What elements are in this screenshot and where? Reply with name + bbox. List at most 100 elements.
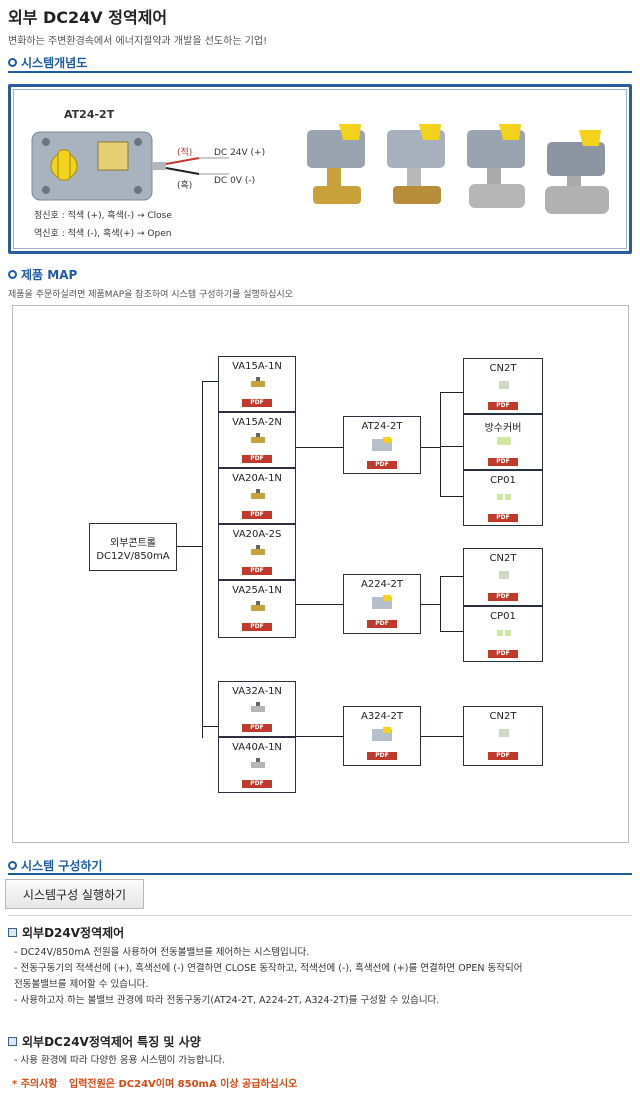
section-map-heading: 제품 MAP [8,266,77,283]
actuator-icon [372,437,392,451]
valve-box-va40a-1n[interactable]: VA40A-1N PDF [218,737,296,793]
pdf-button[interactable]: PDF [367,620,397,628]
valve-photo-1 [307,124,365,204]
accessory-label: CN2T [489,553,517,564]
run-system-build-button[interactable]: 시스템구성 실행하기 [5,879,144,909]
accessory-label: CP01 [490,475,516,486]
valve-label: VA15A-2N [232,417,282,428]
pdf-button[interactable]: PDF [242,623,272,631]
part-icon [497,630,511,636]
info1-title: 외부D24V정역제어 [22,926,125,940]
pdf-button[interactable]: PDF [488,593,518,601]
connector-icon [499,571,509,579]
concept-diagram: AT24-2T (적) (흑) DC 24V (+) DC 0V (-) 정신호… [8,84,632,254]
accessory-box-cn2t-a224[interactable]: CN2T PDF [463,548,543,606]
valve-box-va15a-1n[interactable]: VA15A-1N PDF [218,356,296,412]
forward-signal-text: 정신호 : 적색 (+), 흑색(-) → Close [34,211,172,221]
actuator-box-a324-2t[interactable]: A324-2T PDF [343,706,421,766]
concept-frame: AT24-2T (적) (흑) DC 24V (+) DC 0V (-) 정신호… [13,89,627,249]
valve-actuator-photos [307,124,609,214]
accessory-box-cn2t[interactable]: CN2T PDF [463,358,543,414]
section-concept-heading: 시스템개념도 [8,54,87,71]
pdf-button[interactable]: PDF [367,461,397,469]
valve-label: VA32A-1N [232,686,282,697]
pdf-button[interactable]: PDF [367,752,397,760]
valve-label: VA20A-2S [232,529,282,540]
valve-label: VA25A-1N [232,585,282,596]
accessory-box-cp01[interactable]: CP01 PDF [463,470,543,526]
info2-line: - 사용 환경에 따라 다양한 응용 시스템이 가능합니다. [14,1055,226,1066]
actuator-box-at24-2t[interactable]: AT24-2T PDF [343,416,421,474]
valve-photo-2 [387,124,445,204]
pdf-button[interactable]: PDF [488,402,518,410]
connector-line [440,446,464,447]
pdf-button[interactable]: PDF [488,650,518,658]
page-subtitle: 변화하는 주변환경속에서 에너지절약과 개발을 선도하는 기업! [8,36,268,47]
part-icon [497,494,511,500]
section-divider-thin [8,915,632,916]
connector-line [296,447,344,448]
connector-icon [499,729,509,737]
reverse-signal-text: 역신호 : 적색 (-), 흑색(+) → Open [34,229,172,239]
pdf-button[interactable]: PDF [242,567,272,575]
valve-photo-3 [467,124,525,208]
product-map: 외부콘트롤 DC12V/850mA VA15A-1N PDF VA15A-2N … [12,305,629,843]
connector-line [202,381,203,738]
info1-heading: 외부D24V정역제어 [8,924,124,941]
accessory-label: 방수커버 [484,423,522,434]
connector-line [202,726,219,727]
connector-line [202,381,219,382]
section-divider [8,71,632,73]
connector-line [440,576,441,632]
actuator-wiring-illustration [31,131,229,201]
pdf-button[interactable]: PDF [488,514,518,522]
square-bullet-icon [8,928,17,937]
accessory-label: CP01 [490,611,516,622]
info2-title: 외부DC24V정역제어 특징 및 사양 [22,1035,201,1049]
pdf-button[interactable]: PDF [488,458,518,466]
connector-line [440,576,464,577]
connector-line [296,736,344,737]
pdf-button[interactable]: PDF [242,399,272,407]
valve-icon [251,545,265,555]
valve-box-va15a-2n[interactable]: VA15A-2N PDF [218,412,296,468]
info1-line: 전동볼밸브를 제어할 수 있습니다. [14,979,149,990]
page-title: 외부 DC24V 정역제어 [8,8,168,27]
valve-box-va20a-1n[interactable]: VA20A-1N PDF [218,468,296,524]
dc-minus-label: DC 0V (-) [214,176,256,186]
valve-box-va32a-1n[interactable]: VA32A-1N PDF [218,681,296,737]
accessory-box-waterproof-cover[interactable]: 방수커버 PDF [463,414,543,470]
section-map-description: 제품을 주문하실려면 제품MAP을 참조하여 시스템 구성하기를 실행하십시오 [8,290,293,300]
actuator-label: A324-2T [360,711,403,722]
accessory-label: CN2T [489,711,517,722]
connector-line [421,447,441,448]
valve-icon [251,758,265,768]
square-bullet-icon [8,1037,17,1046]
pdf-button[interactable]: PDF [242,780,272,788]
connector-line [440,496,464,497]
valve-box-va25a-1n[interactable]: VA25A-1N PDF [218,580,296,638]
warning-label: * 주의사항 [12,1079,58,1090]
accessory-box-cp01-a224[interactable]: CP01 PDF [463,606,543,662]
controller-box[interactable]: 외부콘트롤 DC12V/850mA [89,523,177,571]
accessory-box-cn2t-a324[interactable]: CN2T PDF [463,706,543,766]
valve-icon [251,377,265,387]
valve-box-va20a-2s[interactable]: VA20A-2S PDF [218,524,296,580]
section-build-heading: 시스템 구성하기 [8,857,102,874]
connector-line [440,392,441,497]
pdf-button[interactable]: PDF [242,455,272,463]
actuator-box-a224-2t[interactable]: A224-2T PDF [343,574,421,634]
valve-icon [251,702,265,712]
pdf-button[interactable]: PDF [242,724,272,732]
section-build-title: 시스템 구성하기 [21,859,103,873]
pdf-button[interactable]: PDF [488,752,518,760]
connector-line [296,604,344,605]
concept-model-label: AT24-2T [64,108,115,121]
actuator-label: AT24-2T [361,421,403,432]
valve-icon [251,433,265,443]
circle-bullet-icon [8,861,17,870]
section-divider [8,873,632,875]
valve-label: VA40A-1N [232,742,282,753]
pdf-button[interactable]: PDF [242,511,272,519]
info1-line: - 사용하고자 하는 볼밸브 관경에 따라 전동구동기(AT24-2T, A22… [14,995,440,1006]
